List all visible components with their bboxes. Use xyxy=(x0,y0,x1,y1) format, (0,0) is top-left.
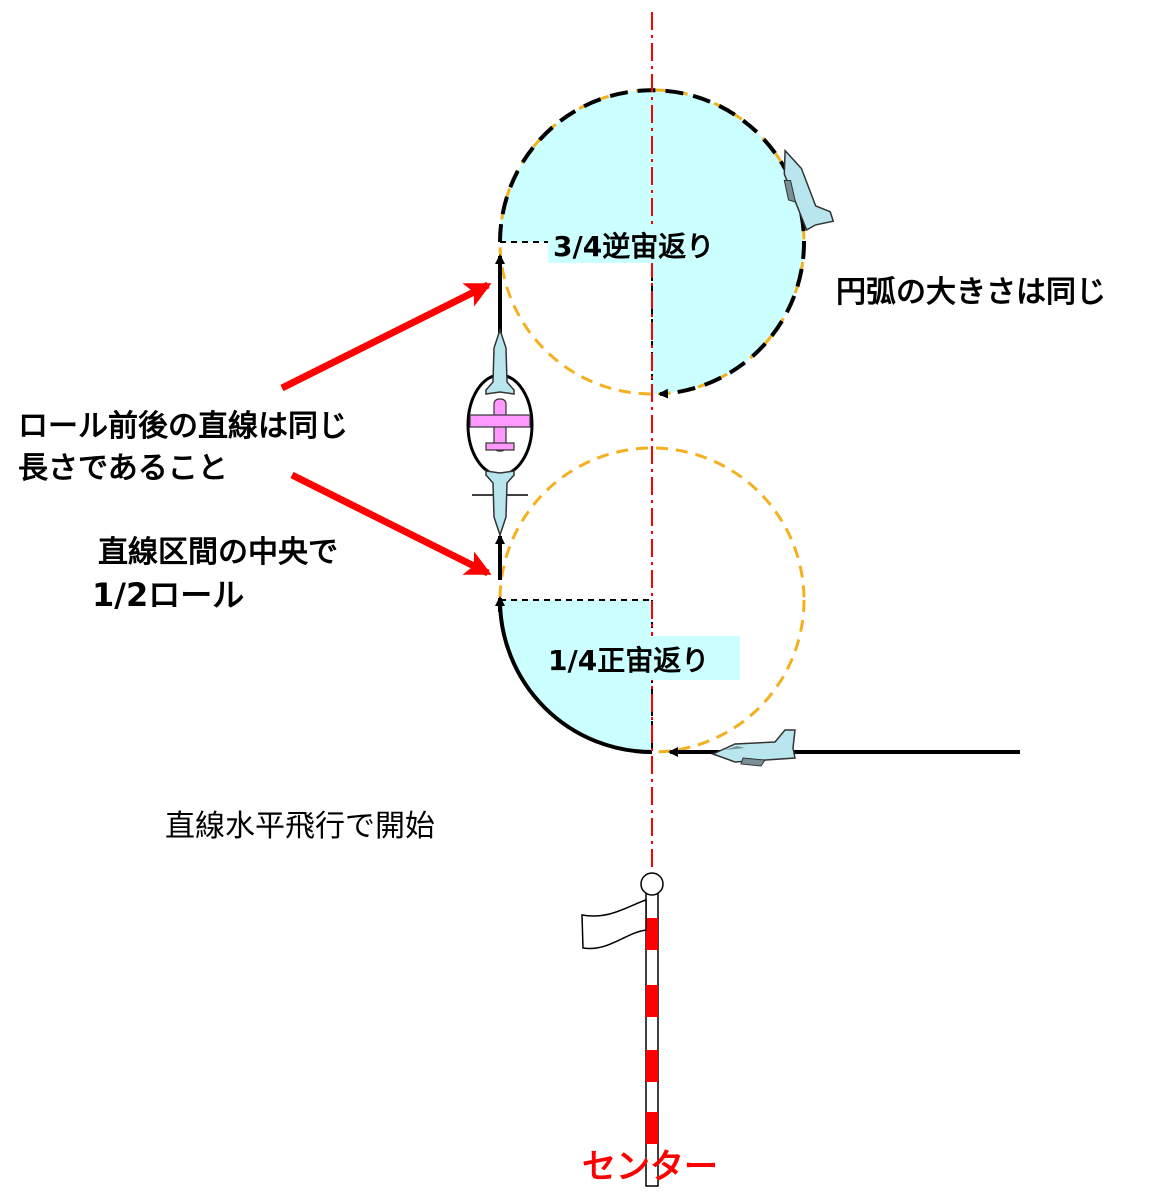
lower-loop-label: 1/4正宙返り xyxy=(548,644,709,677)
half-roll-line2: 1/2ロール xyxy=(92,576,244,614)
plane-icon xyxy=(485,470,515,538)
red-arrow-upper xyxy=(280,281,492,392)
upper-loop-path xyxy=(498,88,806,399)
center-label: センター xyxy=(582,1147,718,1187)
half-roll-line1: 直線区間の中央で xyxy=(98,535,338,570)
roll-note-line2: 長さであること xyxy=(18,451,228,486)
plane-icon xyxy=(783,148,835,231)
lower-loop-path xyxy=(498,599,653,754)
plane-icon xyxy=(469,398,531,452)
lower-circle-outline xyxy=(498,446,806,754)
red-arrow-lower xyxy=(290,471,492,577)
arc-note: 円弧の大きさは同じ xyxy=(836,275,1106,310)
plane-icon xyxy=(485,327,515,395)
plane-icon xyxy=(711,729,796,767)
flag-icon xyxy=(581,872,664,1187)
roll-note-line1: ロール前後の直線は同じ xyxy=(18,409,348,444)
start-note: 直線水平飛行で開始 xyxy=(165,809,435,844)
upper-loop-label: 3/4逆宙返り xyxy=(553,230,714,263)
